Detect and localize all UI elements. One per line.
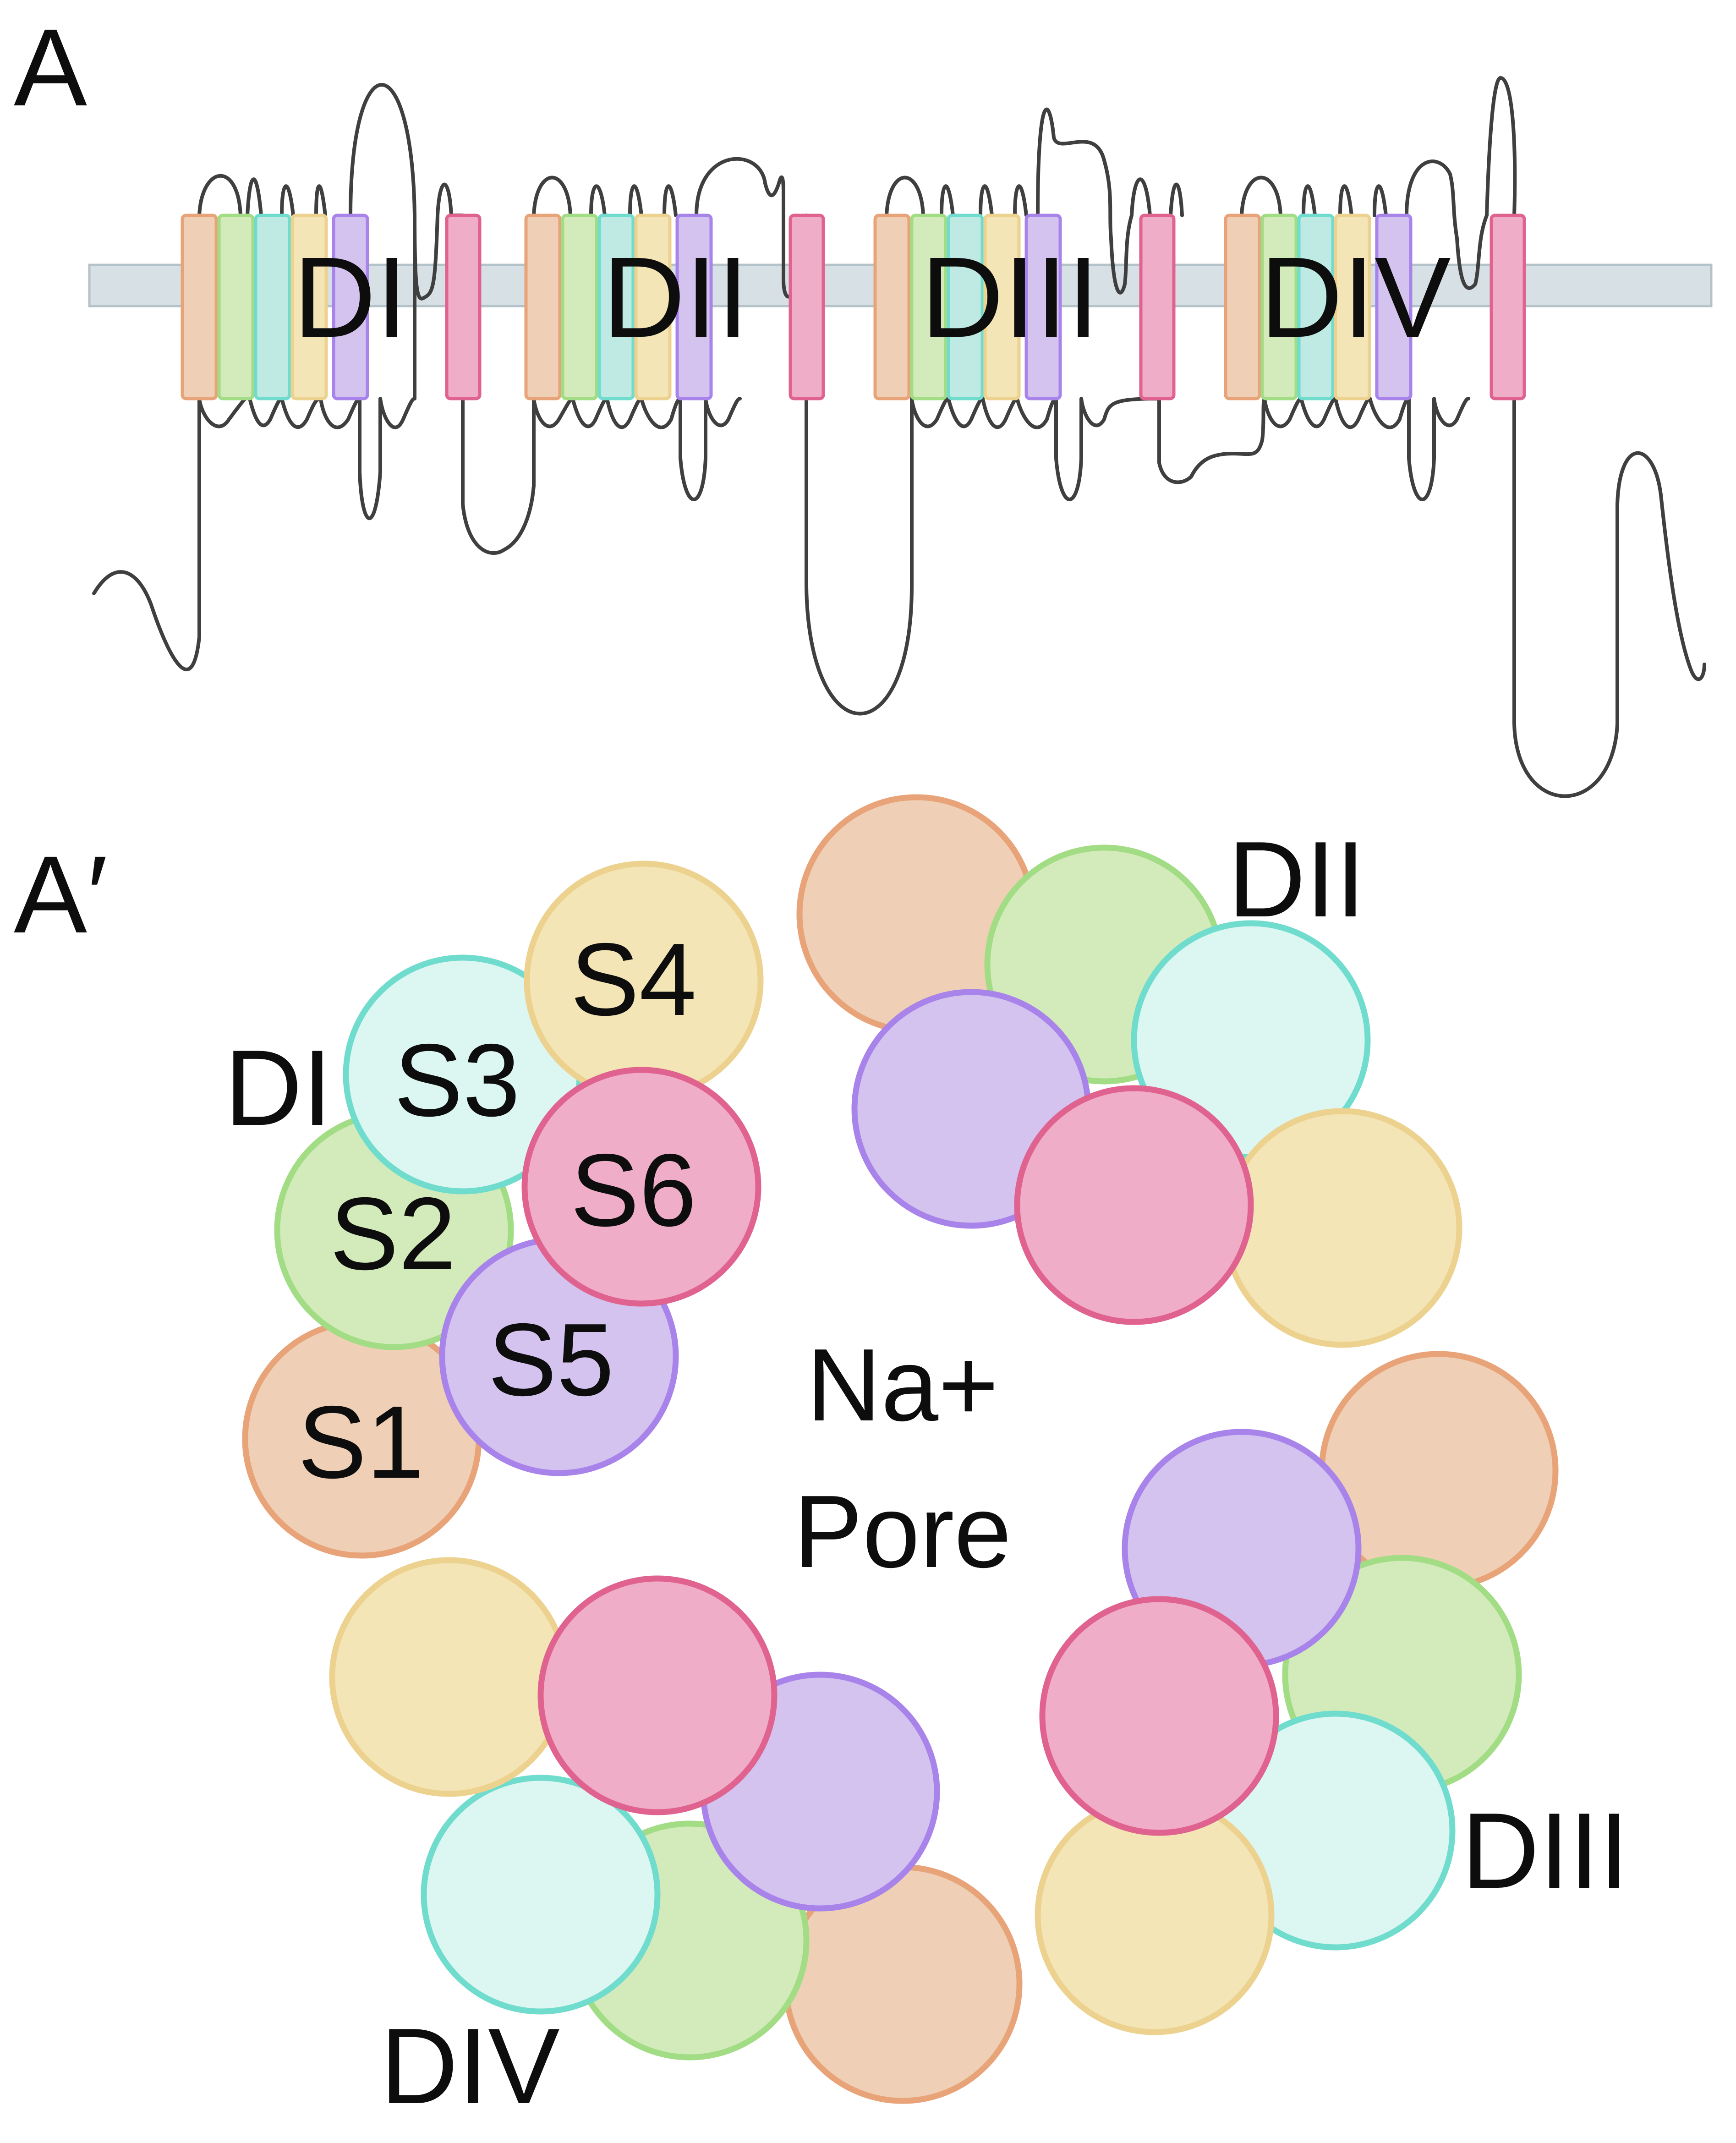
dii-s4-circle <box>1222 1108 1462 1348</box>
polypeptide-chain <box>92 76 1706 798</box>
div-s6-circle <box>537 1575 778 1815</box>
domain-i-helices <box>181 214 482 400</box>
d4-s1-helix <box>1224 214 1261 400</box>
d4-s6-helix <box>1490 214 1526 400</box>
segment-label-s5: S5 <box>488 1302 614 1417</box>
domain-i-cluster <box>242 860 764 1559</box>
d4-s4-helix <box>1334 214 1371 400</box>
d4-s3-helix <box>1297 214 1335 400</box>
d1-s6-helix <box>445 214 482 400</box>
pore-label-line2: Pore <box>794 1474 1011 1589</box>
topology-label-dii: DII <box>602 233 749 361</box>
d2-s2-helix <box>561 214 598 400</box>
segment-label-s1: S1 <box>298 1384 424 1500</box>
topology-label-diii: DIII <box>921 233 1099 361</box>
d1-s1-helix <box>181 214 218 400</box>
dii-s6-circle <box>1014 1085 1254 1325</box>
d4-s5-helix <box>1375 214 1413 400</box>
panel-a-prime: A′ <box>14 794 1629 2126</box>
pore-label-diii: DIII <box>1462 1790 1629 1911</box>
d1-s2-helix <box>217 214 255 400</box>
pore-label-di: DI <box>225 1027 332 1148</box>
div-s3-circle <box>421 1775 661 2015</box>
topology-label-di: DI <box>293 233 408 361</box>
div-s4-circle <box>329 1557 569 1797</box>
panel-a-prime-letter: A′ <box>14 833 108 956</box>
d3-s1-helix <box>873 214 911 400</box>
panel-a-letter: A <box>14 6 87 129</box>
d3-s5-helix <box>1024 214 1062 400</box>
d1-s3-helix <box>254 214 291 400</box>
segment-label-s4: S4 <box>570 921 696 1037</box>
domain-iv-helices <box>1224 214 1526 400</box>
d2-s6-helix <box>789 214 825 400</box>
d2-s5-helix <box>675 214 713 400</box>
d1-s4-helix <box>290 214 328 400</box>
pore-label-dii: DII <box>1228 819 1365 939</box>
d3-s2-helix <box>910 214 947 400</box>
domain-iii-helices <box>873 214 1176 400</box>
d1-s5-helix <box>332 214 369 400</box>
pore-label-div: DIV <box>380 2006 560 2126</box>
segment-label-s3: S3 <box>394 1022 520 1138</box>
domain-iv-cluster <box>329 1557 1023 2104</box>
segment-label-s6: S6 <box>570 1132 696 1248</box>
panel-a: A <box>14 6 1713 798</box>
d3-s3-helix <box>947 214 984 400</box>
domain-ii-helices <box>524 214 825 400</box>
d4-s2-helix <box>1260 214 1298 400</box>
domain-ii-cluster <box>796 794 1462 1348</box>
topology-label-div: DIV <box>1260 233 1451 361</box>
segment-label-s2: S2 <box>330 1176 456 1291</box>
diii-s6-circle <box>1039 1596 1279 1836</box>
pore-label-line1: Na+ <box>806 1327 998 1442</box>
di-s6-circle <box>521 1067 761 1307</box>
d2-s1-helix <box>524 214 562 400</box>
d3-s6-helix <box>1139 214 1176 400</box>
d3-s4-helix <box>983 214 1021 400</box>
d2-s3-helix <box>597 214 635 400</box>
d2-s4-helix <box>634 214 672 400</box>
domain-iii-cluster <box>1035 1351 1559 2035</box>
